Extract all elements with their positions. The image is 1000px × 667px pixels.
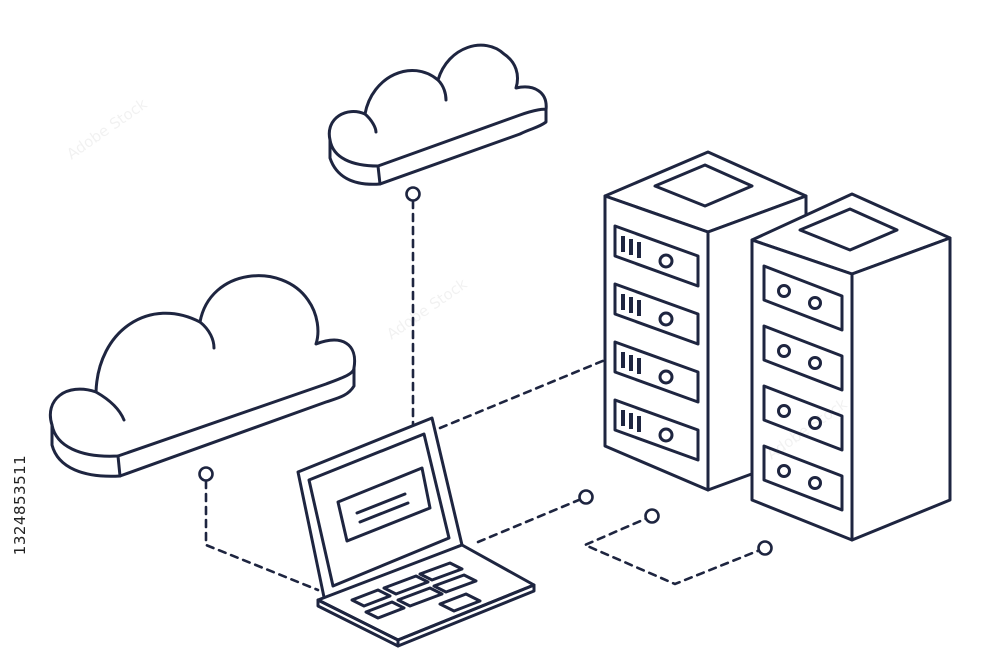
image-id-text: 1324853511: [11, 454, 29, 556]
network-node-icon: [644, 508, 660, 524]
image-id-label: 1324853511: [10, 430, 30, 580]
connector-left-cloud: [204, 479, 320, 592]
connector-bottom: [581, 514, 767, 586]
network-connectors: [198, 186, 773, 592]
network-node-icon: [405, 186, 421, 202]
network-node-icon: [757, 540, 773, 556]
cloud-icon-top: [327, 43, 548, 186]
network-node-icon: [198, 466, 214, 482]
connector-laptop: [476, 495, 588, 544]
keyboard: [350, 561, 482, 620]
network-node-icon: [578, 489, 594, 505]
server-units: [762, 264, 844, 512]
laptop-icon: [296, 416, 536, 648]
cloud-icon-left: [48, 274, 357, 478]
server-rack-icon: [750, 192, 952, 542]
connector-server: [438, 358, 607, 430]
server-units: [613, 224, 700, 462]
